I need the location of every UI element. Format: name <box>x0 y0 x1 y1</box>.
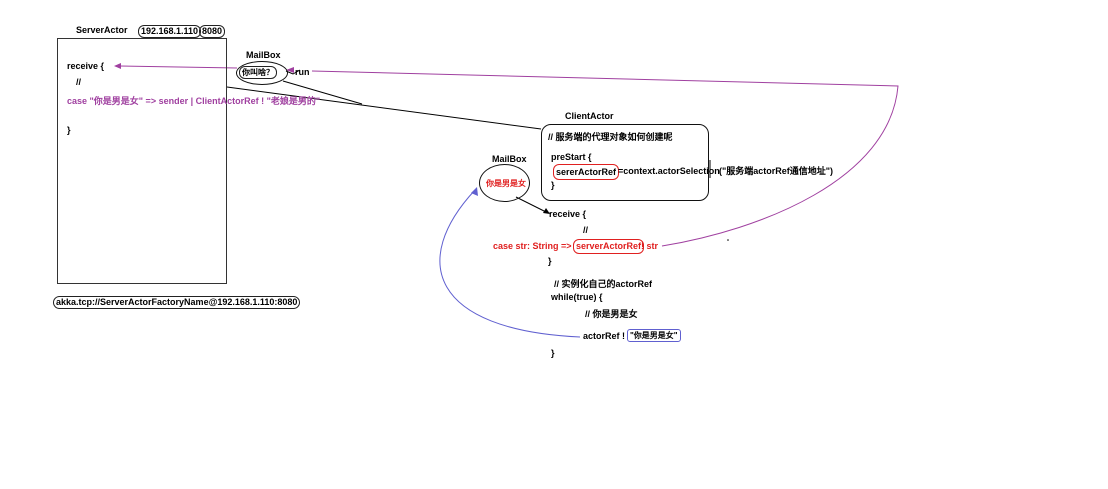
server-address: akka.tcp://ServerActorFactoryName@192.16… <box>53 296 301 309</box>
client-mailbox-ellipse <box>479 164 530 202</box>
client-selection-arg: ("服务端actorRef通信地址") <box>719 166 834 176</box>
server-mailbox-ellipse <box>236 61 288 85</box>
arrowhead-server-mailbox <box>286 67 294 73</box>
client-prestart-close: } <box>551 180 555 190</box>
arrowhead-receive <box>114 63 121 69</box>
client-loop-comment: // 实例化自己的actorRef <box>554 279 653 289</box>
server-actor-title: ServerActor <box>76 25 128 35</box>
server-receive-close: } <box>67 125 71 135</box>
server-actor-box <box>57 38 227 284</box>
stray-dot <box>727 239 729 241</box>
arrowhead-receive-client <box>543 208 550 214</box>
client-mailbox-message: 你是男是女 <box>486 179 526 188</box>
client-actor-box <box>541 124 709 201</box>
server-port-badge: 8080 <box>199 25 226 38</box>
server-receive-open: receive { <box>67 61 105 71</box>
client-mailbox-title: MailBox <box>492 154 527 164</box>
client-receive-comment: // <box>583 225 589 235</box>
client-case-prefix: case str: String => <box>493 241 572 251</box>
client-actor-title: ClientActor <box>565 111 614 121</box>
run-label: run <box>295 67 310 77</box>
connector-mailbox-to-receive <box>118 65 238 69</box>
arrowhead-client-mailbox <box>471 187 478 196</box>
connector-client-mailbox-to-receive <box>515 196 549 214</box>
client-loop-inner-comment: // 你是男是女 <box>585 309 638 319</box>
client-ref-var: sererActorRef <box>553 164 620 180</box>
server-comment: // <box>76 77 82 87</box>
client-receive-open: receive { <box>549 209 587 219</box>
connector-server-to-client <box>226 86 542 130</box>
client-loop-close: } <box>551 348 555 358</box>
connector-mailbox-to-client <box>282 80 363 105</box>
client-prestart-open: preStart { <box>551 152 592 162</box>
client-selection-expr: =context.actorSelection <box>618 166 720 176</box>
client-send-prefix: actorRef ! <box>583 331 626 341</box>
server-case-line: case "你是男是女" => sender | ClientActorRef … <box>67 96 321 106</box>
server-mailbox-title: MailBox <box>246 50 281 60</box>
server-ip-badge: 192.168.1.110 <box>138 25 202 38</box>
connector-loop-to-client-mailbox <box>439 189 581 338</box>
client-case-ref: serverActorRef <box>573 239 645 254</box>
connector-run-arrow <box>285 69 301 75</box>
server-mailbox-message: 你叫啥？ <box>239 66 277 79</box>
client-receive-close: } <box>548 256 552 266</box>
client-case-suffix: ! str <box>641 241 659 251</box>
client-comment: // 服务端的代理对象如何创建呢 <box>548 132 673 142</box>
connector-send-str-to-server-mailbox <box>311 70 899 247</box>
client-while-open: while(true) { <box>551 292 603 302</box>
client-send-message: "你是男是女" <box>627 329 681 342</box>
